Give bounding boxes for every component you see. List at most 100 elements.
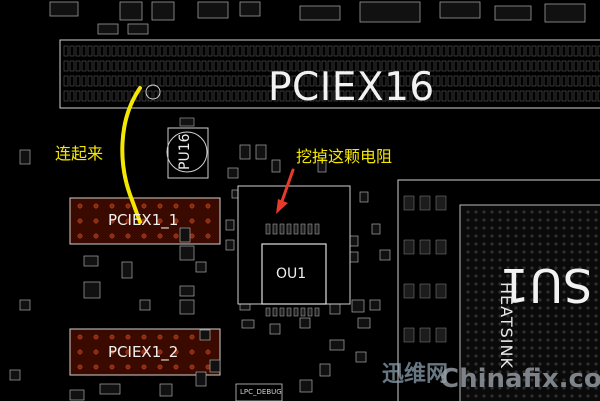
header-pin: [189, 233, 195, 239]
slot-pin: [597, 90, 600, 102]
ou1-pad: [265, 223, 271, 235]
slot-pin: [489, 60, 495, 72]
bga-ball: [522, 346, 526, 350]
slot-pin: [585, 60, 591, 72]
slot-pin: [321, 60, 327, 72]
slot-pin: [333, 90, 339, 102]
slot-pin: [447, 45, 453, 57]
bga-ball: [586, 378, 590, 382]
bga-ball: [506, 226, 510, 230]
slot-pin: [537, 75, 543, 87]
bga-ball: [594, 322, 598, 326]
su1-pad: [419, 283, 431, 299]
slot-pin: [81, 90, 87, 102]
bga-ball: [514, 298, 518, 302]
ou1-pad: [279, 223, 285, 235]
header-pin: [109, 334, 115, 340]
bga-ball: [522, 338, 526, 342]
slot-pin: [183, 45, 189, 57]
slot-pin: [111, 75, 117, 87]
bga-ball: [474, 290, 478, 294]
header-pin: [173, 364, 179, 370]
passive: [179, 285, 195, 297]
bga-ball: [570, 226, 574, 230]
slot-pin: [207, 60, 213, 72]
slot-pin: [117, 90, 123, 102]
bga-ball: [546, 330, 550, 334]
bga-ball: [538, 266, 542, 270]
bga-ball: [490, 338, 494, 342]
slot-pin: [423, 45, 429, 57]
slot-pin: [225, 90, 231, 102]
slot-pin: [399, 75, 405, 87]
bga-ball: [474, 370, 478, 374]
su1-pad: [403, 283, 415, 299]
slot-pin: [327, 75, 333, 87]
bga-ball: [594, 290, 598, 294]
bga-ball: [594, 338, 598, 342]
passive: [83, 281, 101, 299]
bga-ball: [498, 210, 502, 214]
bga-ball: [546, 314, 550, 318]
bga-ball: [466, 322, 470, 326]
bga-ball: [586, 226, 590, 230]
header-pin: [77, 334, 83, 340]
header-pin: [173, 203, 179, 209]
su1-pad: [435, 195, 447, 211]
bga-ball: [506, 354, 510, 358]
slot-pin: [405, 90, 411, 102]
bga-ball: [530, 330, 534, 334]
bga-ball: [466, 250, 470, 254]
bga-ball: [522, 258, 526, 262]
bga-ball: [522, 362, 526, 366]
bga-ball: [554, 234, 558, 238]
slot-pin: [501, 90, 507, 102]
slot-pin: [441, 75, 447, 87]
passive: [99, 383, 121, 395]
bga-ball: [578, 234, 582, 238]
slot-pin: [75, 60, 81, 72]
slot-pin: [369, 90, 375, 102]
passive: [359, 191, 369, 203]
bga-ball: [498, 234, 502, 238]
slot-pin: [201, 60, 207, 72]
slot-pin: [189, 60, 195, 72]
bga-ball: [506, 266, 510, 270]
slot-pin: [363, 60, 369, 72]
bga-ball: [562, 378, 566, 382]
bga-ball: [474, 314, 478, 318]
bga-ball: [530, 386, 534, 390]
bga-ball: [562, 330, 566, 334]
slot-pin: [315, 75, 321, 87]
bga-ball: [514, 274, 518, 278]
passive: [195, 371, 207, 387]
bga-ball: [538, 322, 542, 326]
slot-pin: [147, 45, 153, 57]
passive: [225, 219, 235, 231]
slot-pin: [489, 45, 495, 57]
slot-pin: [303, 60, 309, 72]
bga-ball: [554, 346, 558, 350]
bga-ball: [506, 258, 510, 262]
slot-pin: [117, 60, 123, 72]
bga-ball: [586, 250, 590, 254]
slot-pin: [411, 90, 417, 102]
slot-pin: [339, 60, 345, 72]
slot-pin: [381, 45, 387, 57]
slot-pin: [309, 90, 315, 102]
slot-pin: [291, 60, 297, 72]
bga-ball: [562, 362, 566, 366]
bga-ball: [514, 226, 518, 230]
bga-ball: [570, 266, 574, 270]
bga-ball: [514, 250, 518, 254]
passive: [319, 363, 331, 377]
bga-ball: [482, 298, 486, 302]
slot-pin: [555, 75, 561, 87]
bga-ball: [554, 266, 558, 270]
bga-ball: [474, 362, 478, 366]
slot-pin: [561, 60, 567, 72]
pu16-label: PU16: [177, 133, 193, 170]
passive: [269, 323, 281, 335]
slot-pin: [435, 45, 441, 57]
bga-ball: [562, 354, 566, 358]
